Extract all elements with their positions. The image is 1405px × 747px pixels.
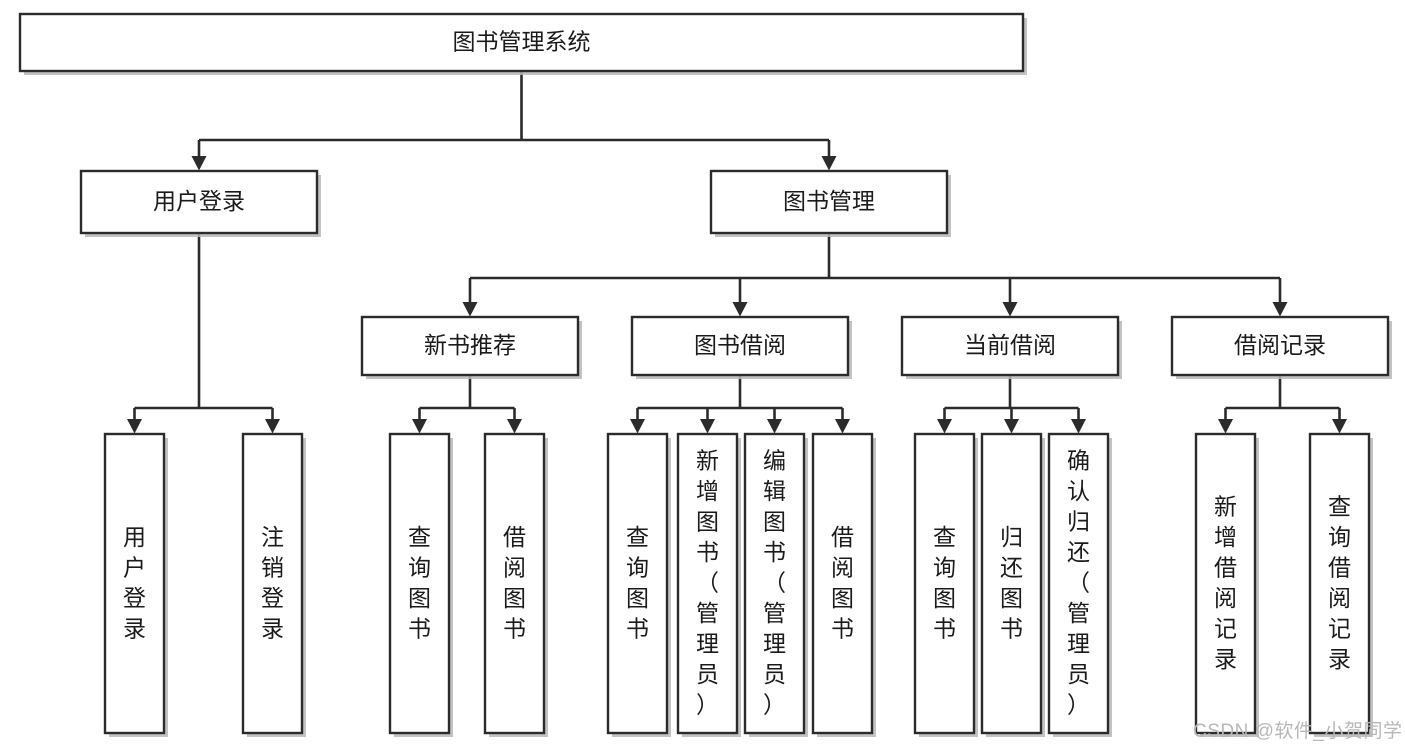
node-label: 查询图书	[408, 524, 431, 642]
node-rect[interactable]	[606, 432, 669, 735]
edges-layer	[127, 71, 1347, 434]
node-leaf-rec-query-book[interactable]: 查询图书	[388, 432, 453, 737]
node-rect[interactable]	[1047, 432, 1110, 735]
node-borrow-record[interactable]: 借阅记录	[1170, 315, 1392, 379]
node-leaf-rec-borrow-book[interactable]: 借阅图书	[483, 432, 548, 737]
node-rect[interactable]	[743, 432, 806, 735]
node-label: 新增借阅记录	[1214, 493, 1237, 672]
node-label: 查询借阅记录	[1328, 493, 1351, 672]
node-label: 借阅图书	[831, 524, 854, 642]
node-new-book-rec[interactable]: 新书推荐	[360, 315, 582, 379]
node-leaf-user-login[interactable]: 用户登录	[103, 432, 168, 737]
node-book-borrow[interactable]: 图书借阅	[630, 315, 852, 379]
connector-group-borrow-record	[1218, 375, 1347, 434]
connector-group-book-manage	[462, 233, 1288, 317]
node-current-borrow[interactable]: 当前借阅	[900, 315, 1122, 379]
arrow-head-icon	[732, 302, 748, 317]
connector-group-current-borrow	[937, 375, 1086, 434]
node-rect[interactable]	[79, 169, 319, 235]
connector-group-book-borrow	[630, 375, 850, 434]
node-rect[interactable]	[980, 432, 1043, 735]
arrow-head-icon	[127, 419, 142, 434]
arrow-head-icon	[937, 419, 952, 434]
arrow-head-icon	[265, 419, 280, 434]
node-book-manage[interactable]: 图书管理	[709, 169, 951, 237]
arrow-head-icon	[821, 156, 837, 171]
arrow-head-icon	[1002, 302, 1018, 317]
arrow-head-icon	[700, 419, 715, 434]
node-leaf-confirm-return[interactable]: 确认归还（管理员）	[1047, 432, 1112, 737]
node-label: 归还图书	[1000, 524, 1023, 642]
node-user-login[interactable]: 用户登录	[79, 169, 321, 237]
node-rect[interactable]	[630, 315, 850, 377]
node-label: 当前借阅	[964, 332, 1056, 358]
node-label: 借阅记录	[1234, 332, 1326, 358]
node-label: 查询图书	[626, 524, 649, 642]
node-rect[interactable]	[241, 432, 304, 735]
node-leaf-return-book[interactable]: 归还图书	[980, 432, 1045, 737]
arrow-head-icon	[462, 302, 478, 317]
node-rect[interactable]	[483, 432, 546, 735]
node-label: 注销登录	[261, 524, 284, 642]
arrow-head-icon	[191, 156, 207, 171]
node-rect[interactable]	[103, 432, 166, 735]
arrow-head-icon	[1218, 419, 1233, 434]
arrow-head-icon	[835, 419, 850, 434]
node-leaf-add-book[interactable]: 新增图书（管理员）	[676, 432, 741, 737]
node-rect[interactable]	[676, 432, 739, 735]
node-label: 图书管理	[783, 188, 875, 214]
node-label: 编辑图书（管理员）	[763, 448, 786, 718]
nodes-layer: 图书管理系统用户登录图书管理新书推荐图书借阅当前借阅借阅记录用户登录注销登录查询…	[18, 12, 1392, 737]
node-rect[interactable]	[18, 12, 1025, 73]
node-leaf-add-record[interactable]: 新增借阅记录	[1194, 432, 1259, 737]
arrow-head-icon	[412, 419, 427, 434]
node-leaf-cur-query-book[interactable]: 查询图书	[913, 432, 978, 737]
node-label: 图书管理系统	[453, 29, 591, 55]
node-rect[interactable]	[1308, 432, 1371, 735]
arrow-head-icon	[1272, 302, 1288, 317]
node-label: 新增图书（管理员）	[696, 448, 719, 718]
node-leaf-edit-book[interactable]: 编辑图书（管理员）	[743, 432, 808, 737]
node-root[interactable]: 图书管理系统	[18, 12, 1027, 75]
node-label: 用户登录	[123, 524, 146, 642]
arrow-head-icon	[1004, 419, 1019, 434]
node-label: 图书借阅	[694, 332, 786, 358]
node-rect[interactable]	[811, 432, 874, 735]
node-label: 借阅图书	[503, 524, 526, 642]
node-leaf-query-record[interactable]: 查询借阅记录	[1308, 432, 1373, 737]
node-rect[interactable]	[709, 169, 949, 235]
node-rect[interactable]	[360, 315, 580, 377]
node-leaf-logout[interactable]: 注销登录	[241, 432, 306, 737]
node-label: 新书推荐	[424, 332, 516, 358]
node-rect[interactable]	[1170, 315, 1390, 377]
node-label: 查询图书	[933, 524, 956, 642]
arrow-head-icon	[1332, 419, 1347, 434]
node-leaf-borrow-query-book[interactable]: 查询图书	[606, 432, 671, 737]
arrow-head-icon	[507, 419, 522, 434]
arrow-head-icon	[1071, 419, 1086, 434]
node-leaf-borrow-book[interactable]: 借阅图书	[811, 432, 876, 737]
node-rect[interactable]	[1194, 432, 1257, 735]
connector-group-root	[191, 71, 837, 171]
connector-group-new-book-rec	[412, 375, 522, 434]
node-rect[interactable]	[900, 315, 1120, 377]
node-label: 用户登录	[153, 188, 245, 214]
node-rect[interactable]	[388, 432, 451, 735]
arrow-head-icon	[630, 419, 645, 434]
node-label: 确认归还（管理员）	[1067, 448, 1090, 718]
connector-group-user-login	[127, 233, 280, 434]
node-rect[interactable]	[913, 432, 976, 735]
arrow-head-icon	[767, 419, 782, 434]
